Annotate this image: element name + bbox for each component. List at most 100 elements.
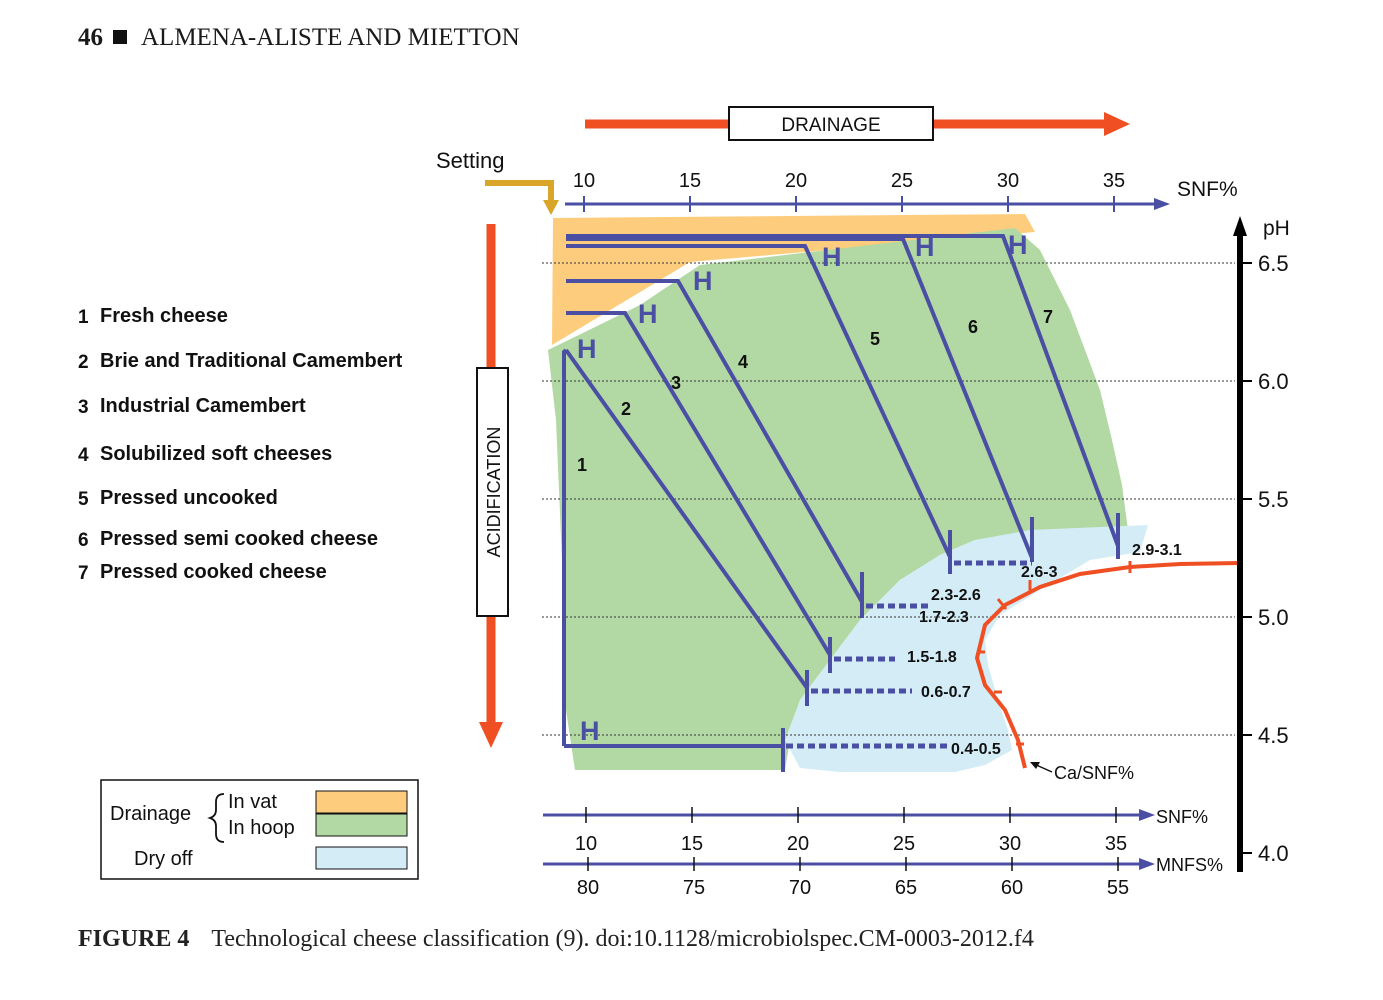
top-snf-label: SNF% — [1177, 178, 1238, 201]
top-snf-tick-label: 15 — [679, 170, 701, 192]
running-title: ALMENA-ALISTE AND MIETTON — [141, 24, 520, 51]
legend-dry-off-swatch — [315, 846, 408, 870]
legend-item-number: 4 — [78, 445, 89, 466]
legend-item-label: Industrial Camembert — [100, 395, 306, 417]
legend-item-number: 3 — [78, 397, 89, 418]
legend-item-number: 5 — [78, 489, 89, 510]
legend-brace — [207, 793, 225, 843]
legend-in-vat-label: In vat — [228, 791, 277, 813]
ph-tick-label: 5.0 — [1258, 605, 1289, 630]
drainage-label: DRAINAGE — [781, 115, 880, 136]
line-number-4: 4 — [738, 352, 748, 372]
line-number-3: 3 — [671, 373, 681, 393]
mnfs-tick-label: 75 — [683, 877, 705, 899]
ph-gridlines — [542, 262, 1235, 736]
mnfs-axis-arrowhead — [1139, 858, 1155, 870]
ratio-labels: 2.9-3.12.6-32.3-2.61.7-2.31.5-1.80.6-0.7… — [907, 542, 1182, 758]
ph-tick-label: 6.5 — [1258, 251, 1289, 276]
line-number-6: 6 — [968, 317, 978, 337]
legend-in-hoop-swatch — [315, 813, 408, 837]
hoop-marker: H — [1008, 230, 1028, 260]
legend-item-number: 2 — [78, 352, 89, 373]
process-line-2 — [564, 348, 809, 690]
mnfs-tick-label: 55 — [1107, 877, 1129, 899]
legend-item-label: Solubilized soft cheeses — [100, 443, 332, 465]
hoop-marker: H — [693, 266, 713, 296]
mnfs-label: MNFS% — [1156, 855, 1223, 875]
ca-snf-label: Ca/SNF% — [1054, 763, 1134, 783]
setting-arrow — [485, 180, 554, 204]
mnfs-tick-label: 60 — [1001, 877, 1023, 899]
bottom-snf-tick-label: 10 — [575, 833, 597, 855]
square-bullet-icon — [113, 30, 127, 44]
top-snf-axis-arrowhead — [1154, 198, 1170, 210]
ph-ticks: 6.56.05.55.04.54.0 — [1240, 251, 1289, 866]
dotted-ratio-lines — [786, 560, 1032, 749]
bottom-snf-tick-label: 35 — [1105, 833, 1127, 855]
process-lines — [562, 234, 1120, 772]
figure-caption-label: FIGURE 4 — [78, 926, 190, 952]
ph-axis-label: pH — [1263, 217, 1290, 240]
process-line-7 — [566, 234, 1120, 547]
legend-in-hoop-label: In hoop — [228, 817, 295, 839]
acidification-label: ACIDIFICATION — [484, 427, 504, 558]
top-snf-tick-label: 25 — [891, 170, 913, 192]
hoop-marker: H — [577, 334, 597, 364]
ratio-label: 2.6-3 — [1021, 564, 1058, 581]
bottom-snf-tick-label: 20 — [787, 833, 809, 855]
running-header: 46 ALMENA-ALISTE AND MIETTON — [78, 24, 520, 52]
mnfs-tick-label: 65 — [895, 877, 917, 899]
top-snf-tick-label: 35 — [1103, 170, 1125, 192]
bottom-snf-tick-label: 30 — [999, 833, 1021, 855]
ph-axis-arrowhead — [1233, 216, 1247, 236]
bottom-snf-tick-label: 15 — [681, 833, 703, 855]
bottom-snf-label: SNF% — [1156, 807, 1208, 827]
ratio-label: 2.9-3.1 — [1132, 542, 1182, 559]
bottom-snf-ticks: 10 15 20 25 30 35 — [575, 807, 1127, 855]
line-number-1: 1 — [577, 455, 587, 475]
ratio-label: 2.3-2.6 — [931, 587, 981, 604]
acidification-arrow-head — [479, 722, 503, 748]
top-snf-tick-label: 20 — [785, 170, 807, 192]
ca-snf-curve-tick — [996, 598, 1008, 610]
line-number-7: 7 — [1043, 307, 1053, 327]
mnfs-tick-label: 80 — [577, 877, 599, 899]
line-number-5: 5 — [870, 329, 880, 349]
legend-item-number: 6 — [78, 530, 89, 551]
legend-item-label: Pressed semi cooked cheese — [100, 528, 378, 550]
ratio-label: 1.5-1.8 — [907, 649, 957, 666]
legend-item-number: 1 — [78, 307, 89, 328]
process-line-5 — [566, 244, 952, 558]
page-number: 46 — [78, 24, 103, 51]
bottom-snf-axis-arrowhead — [1139, 809, 1155, 821]
mnfs-ticks: 80 75 70 65 60 55 — [577, 857, 1129, 899]
ca-snf-curve-ticks — [977, 561, 1132, 746]
legend-item-label: Fresh cheese — [100, 305, 228, 327]
ph-tick-label: 5.5 — [1258, 487, 1289, 512]
ratio-label: 0.6-0.7 — [921, 684, 971, 701]
process-line-6 — [566, 237, 1034, 559]
ph-tick-label: 4.5 — [1258, 723, 1289, 748]
legend-drainage-label: Drainage — [110, 803, 191, 825]
drainage-arrow-head — [1104, 112, 1130, 136]
ph-tick-label: 4.0 — [1258, 841, 1289, 866]
dry-off-region — [785, 525, 1148, 772]
legend-item-label: Brie and Traditional Camembert — [100, 350, 403, 372]
legend-item-number: 7 — [78, 563, 89, 584]
process-line-3 — [566, 311, 832, 657]
legend-item-label: Pressed cooked cheese — [100, 561, 327, 583]
ca-snf-pointer-arrowhead — [1030, 762, 1040, 769]
bottom-snf-tick-label: 25 — [893, 833, 915, 855]
legend-in-vat-swatch — [315, 790, 408, 814]
setting-label: Setting — [436, 148, 505, 173]
ratio-label: 0.4-0.5 — [951, 741, 1001, 758]
process-line-4 — [566, 279, 864, 603]
mnfs-tick-label: 70 — [789, 877, 811, 899]
legend-dry-off-label: Dry off — [134, 848, 193, 870]
hoop-marker: H — [638, 299, 658, 329]
